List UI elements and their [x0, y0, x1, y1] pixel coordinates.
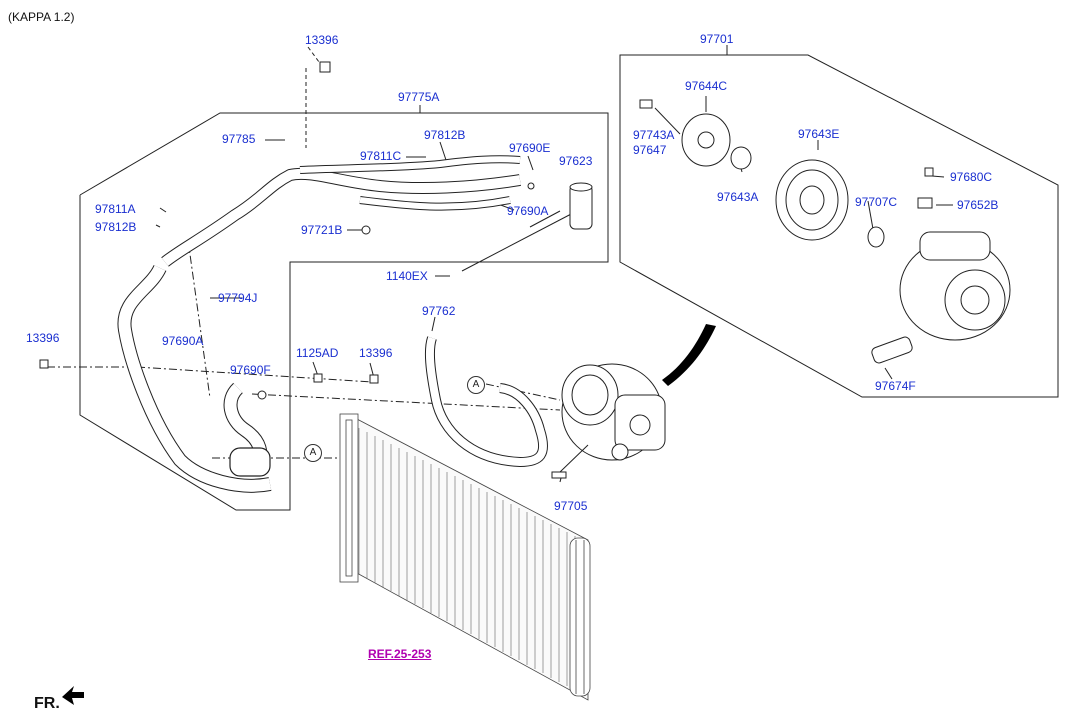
condenser-illustration: [339, 413, 591, 701]
callout-97812b-left[interactable]: 97812B: [95, 220, 137, 234]
compressor-illustration: [551, 363, 666, 479]
callout-97690e[interactable]: 97690E: [509, 141, 551, 155]
callout-13396-left[interactable]: 13396: [26, 331, 60, 345]
callout-97785[interactable]: 97785: [222, 132, 256, 146]
front-arrow-icon: [62, 686, 84, 705]
callout-97743a[interactable]: 97743A: [633, 128, 675, 142]
callout-97690f[interactable]: 97690F: [230, 363, 271, 377]
callout-97690a-mid[interactable]: 97690A: [162, 334, 204, 348]
front-direction-label: FR.: [34, 695, 60, 712]
callout-1140ex[interactable]: 1140EX: [386, 269, 428, 283]
hose-group-frame: [79, 112, 609, 511]
callout-97762[interactable]: 97762: [422, 304, 456, 318]
callout-97680c[interactable]: 97680C: [950, 170, 993, 184]
callout-97643e[interactable]: 97643E: [798, 127, 840, 141]
callout-97623[interactable]: 97623: [559, 154, 593, 168]
callout-97707c[interactable]: 97707C: [855, 195, 898, 209]
hose-lines: [39, 61, 593, 493]
reference-link[interactable]: REF.25-253: [368, 647, 432, 661]
callout-97690a-top[interactable]: 97690A: [507, 204, 549, 218]
callout-13396-mid[interactable]: 13396: [359, 346, 393, 360]
callout-97811c[interactable]: 97811C: [360, 149, 402, 163]
compressor-parts-frame: [619, 54, 1059, 398]
callout-97812b-top[interactable]: 97812B: [424, 128, 466, 142]
callout-1125ad[interactable]: 1125AD: [296, 346, 339, 360]
connector-marker-a-condenser: A: [304, 444, 322, 462]
callout-97643a[interactable]: 97643A: [717, 190, 759, 204]
callout-97721b[interactable]: 97721B: [301, 223, 343, 237]
indicator-arrow: [662, 324, 716, 386]
callout-97647[interactable]: 97647: [633, 143, 667, 157]
connector-marker-a-compressor: A: [467, 376, 485, 394]
callout-97775a[interactable]: 97775A: [398, 90, 440, 104]
engine-caption: (KAPPA 1.2): [8, 10, 75, 24]
callout-97652b[interactable]: 97652B: [957, 198, 999, 212]
callout-13396-top[interactable]: 13396: [305, 33, 339, 47]
callout-97701[interactable]: 97701: [700, 32, 734, 46]
callout-97674f[interactable]: 97674F: [875, 379, 916, 393]
callout-97705[interactable]: 97705: [554, 499, 588, 513]
compressor-parts-illustration: [639, 99, 1011, 364]
callout-97811a[interactable]: 97811A: [95, 202, 136, 216]
callout-97644c[interactable]: 97644C: [685, 79, 728, 93]
callout-97794j[interactable]: 97794J: [218, 291, 258, 305]
